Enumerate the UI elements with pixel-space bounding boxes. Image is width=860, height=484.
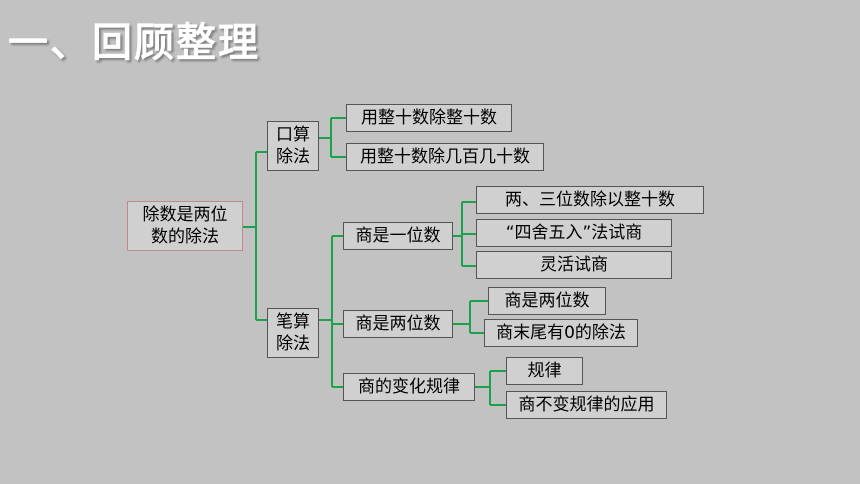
rule-item-1: 规律 bbox=[506, 357, 583, 385]
oral-item-2: 用整十数除几百几十数 bbox=[346, 143, 544, 171]
oral-item-1: 用整十数除整十数 bbox=[346, 104, 512, 132]
rule-item-2: 商不变规律的应用 bbox=[506, 391, 667, 419]
root-node: 除数是两位 数的除法 bbox=[127, 201, 243, 251]
two-digit-item-1: 商是两位数 bbox=[488, 287, 606, 315]
group-single-digit-quotient: 商是一位数 bbox=[343, 222, 453, 250]
oral-label-line-1: 口算 bbox=[276, 125, 310, 145]
group-quotient-change-rule: 商的变化规律 bbox=[343, 373, 475, 401]
root-label-line-2: 数的除法 bbox=[151, 227, 219, 247]
group-two-digit-quotient: 商是两位数 bbox=[343, 310, 453, 338]
page-title: 一、回顾整理 bbox=[8, 20, 260, 66]
oral-division-node: 口算 除法 bbox=[267, 121, 319, 171]
written-division-node: 笔算 除法 bbox=[267, 308, 319, 358]
written-label-line-2: 除法 bbox=[276, 334, 310, 354]
root-label-line-1: 除数是两位 bbox=[142, 205, 228, 225]
oral-label-line-2: 除法 bbox=[276, 147, 310, 167]
single-digit-item-3: 灵活试商 bbox=[476, 251, 672, 279]
written-label-line-1: 笔算 bbox=[276, 312, 310, 332]
single-digit-item-2: “四舍五入”法试商 bbox=[476, 219, 672, 247]
two-digit-item-2: 商末尾有0的除法 bbox=[484, 319, 638, 347]
single-digit-item-1: 两、三位数除以整十数 bbox=[476, 186, 704, 214]
